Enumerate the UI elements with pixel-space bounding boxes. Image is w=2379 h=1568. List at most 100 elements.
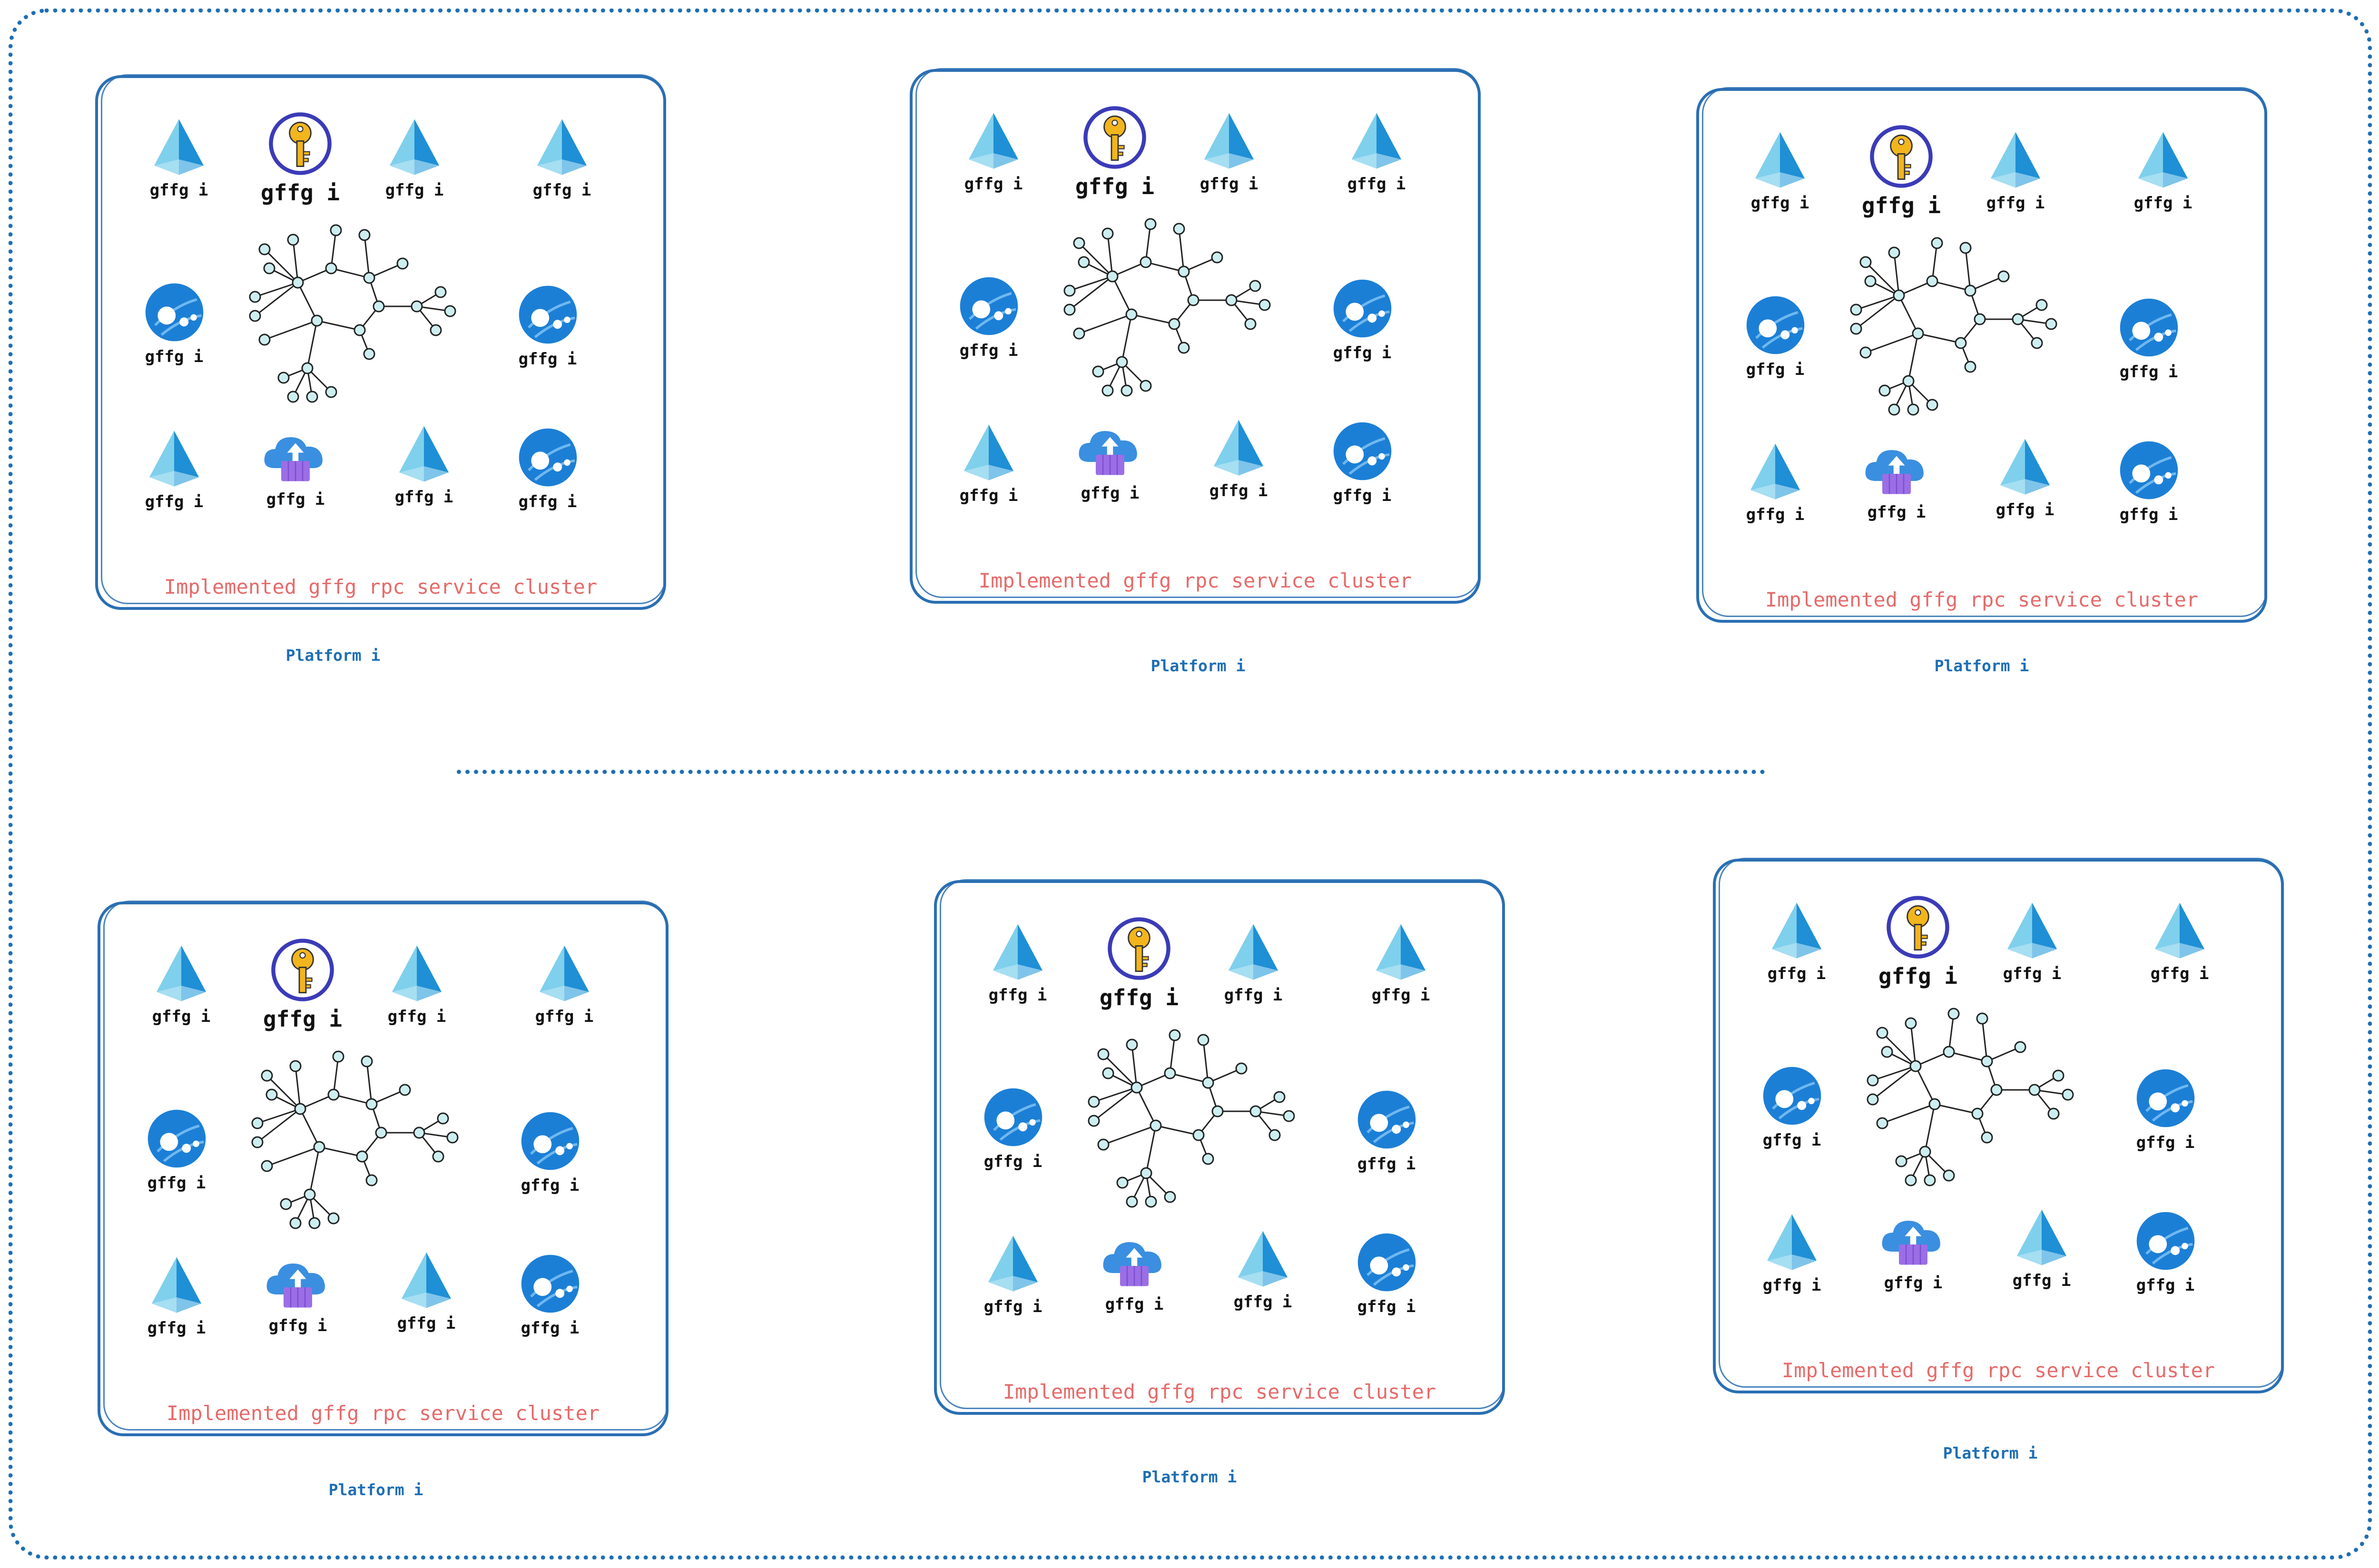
platform-label: Platform i [285,646,381,665]
pyramid-icon [1750,443,1800,500]
cloud-container-node[interactable]: gffg i [1870,1209,1956,1293]
pyramid-node[interactable]: gffg i [1196,417,1281,500]
pyramid-node[interactable]: gffg i [1749,1211,1835,1295]
service-bubble-icon [960,277,1018,335]
service-bubble-node[interactable]: gffg i [2106,438,2192,524]
service-bubble-node[interactable]: gffg i [134,1107,219,1193]
service-bubble-node[interactable]: gffg i [2123,1209,2208,1295]
key-vault-node[interactable]: gffg i [260,937,345,1032]
service-bubble-node[interactable]: gffg i [2123,1066,2208,1152]
pyramid-node[interactable]: gffg i [1334,110,1419,194]
key-vault-node[interactable]: gffg i [1875,894,1961,989]
key-vault-node[interactable]: gffg i [1072,104,1158,199]
pyramid-node[interactable]: gffg i [1989,900,2075,983]
pyramid-node[interactable]: gffg i [946,421,1032,505]
pyramid-icon [2007,902,2057,959]
service-bubble-node[interactable]: gffg i [131,280,217,366]
pyramid-node[interactable]: gffg i [1186,110,1272,194]
service-bubble-node[interactable]: gffg i [946,274,1032,360]
platform-label: Platform i [1142,1468,1237,1486]
pyramid-node[interactable]: gffg i [1210,921,1296,1005]
key-vault-icon [1083,106,1146,169]
node-label: gffg i [2012,1271,2071,1290]
pyramid-icon [1204,113,1254,169]
pyramid-icon [969,113,1018,169]
pyramid-node[interactable]: gffg i [374,942,460,1026]
node-label: gffg i [268,1316,327,1335]
node-label: gffg i [518,492,577,511]
pyramid-node[interactable]: gffg i [2120,129,2206,213]
node-label: gffg i [1347,175,1406,194]
service-bubble-node[interactable]: gffg i [505,425,590,511]
node-label: gffg i [385,181,444,200]
pyramid-icon [2138,132,2188,188]
node-label: gffg i [535,1007,594,1026]
pyramid-node[interactable]: gffg i [381,423,467,507]
pyramid-node[interactable]: gffg i [136,116,222,200]
service-bubble-node[interactable]: gffg i [2106,295,2192,382]
platform-label: Platform i [1150,657,1246,675]
pyramid-node[interactable]: gffg i [521,942,607,1026]
pyramid-node[interactable]: gffg i [1737,129,1823,213]
node-label: gffg i [1075,174,1155,199]
cloud-container-icon [1882,1221,1940,1265]
node-label: gffg i [1333,343,1392,363]
pyramid-node[interactable]: gffg i [1973,129,2058,213]
pyramid-node[interactable]: gffg i [519,116,605,200]
cloud-container-node[interactable]: gffg i [1854,438,1939,522]
node-label: gffg i [1357,1155,1416,1174]
network-graph [1867,1008,2074,1186]
node-label: gffg i [1209,481,1268,500]
cloud-container-node[interactable]: gffg i [255,1252,341,1335]
cloud-container-node[interactable]: gffg i [1091,1230,1177,1314]
service-bubble-node[interactable]: gffg i [507,1252,593,1338]
service-bubble-node[interactable]: gffg i [1749,1064,1835,1150]
service-bubble-node[interactable]: gffg i [1319,276,1405,363]
key-vault-node[interactable]: gffg i [1096,915,1182,1010]
service-bubble-node[interactable]: gffg i [507,1109,593,1195]
pyramid-node[interactable]: gffg i [134,1254,219,1338]
pyramid-node[interactable]: gffg i [2137,900,2222,983]
cloud-container-node[interactable]: gffg i [253,425,338,509]
service-bubble-node[interactable]: gffg i [970,1085,1056,1171]
pyramid-icon [1755,132,1805,188]
service-bubble-node[interactable]: gffg i [1344,1230,1429,1316]
pyramid-node[interactable]: gffg i [1220,1228,1306,1312]
pyramid-node[interactable]: gffg i [372,116,457,200]
node-label: gffg i [263,1006,343,1032]
pyramid-node[interactable]: gffg i [951,110,1036,194]
pyramid-node[interactable]: gffg i [975,921,1061,1005]
pyramid-node[interactable]: gffg i [1358,921,1444,1005]
service-bubble-node[interactable]: gffg i [505,283,590,369]
node-label: gffg i [2119,363,2178,382]
service-bubble-icon [2120,298,2178,357]
pyramid-node[interactable]: gffg i [1754,900,1839,983]
node-label: gffg i [394,488,453,507]
platform-label: Platform i [1943,1444,2038,1462]
cloud-container-node[interactable]: gffg i [1067,419,1153,503]
node-label: gffg i [1746,505,1805,524]
service-bubble-node[interactable]: gffg i [1319,419,1405,505]
pyramid-node[interactable]: gffg i [1999,1206,2084,1290]
service-bubble-icon [1763,1067,1821,1125]
key-vault-node[interactable]: gffg i [1858,123,1944,218]
pyramid-node[interactable]: gffg i [1982,436,2068,519]
node-label: gffg i [1878,963,1958,989]
node-label: gffg i [1750,194,1809,213]
pyramid-node[interactable]: gffg i [970,1233,1056,1316]
node-label: gffg i [964,175,1023,194]
pyramid-icon [149,431,199,487]
pyramid-node[interactable]: gffg i [138,942,224,1026]
pyramid-icon [157,945,206,1001]
node-label: gffg i [145,492,204,511]
pyramid-node[interactable]: gffg i [383,1249,469,1333]
service-bubble-icon [1357,1090,1416,1149]
pyramid-node[interactable]: gffg i [131,428,217,511]
cluster-caption: Implemented gffg rpc service cluster [166,1401,600,1425]
node-label: gffg i [1884,1274,1943,1293]
pyramid-node[interactable]: gffg i [1732,441,1818,524]
service-bubble-node[interactable]: gffg i [1344,1088,1429,1174]
pyramid-icon [390,119,439,175]
service-bubble-node[interactable]: gffg i [1732,293,1818,379]
key-vault-node[interactable]: gffg i [257,110,343,206]
